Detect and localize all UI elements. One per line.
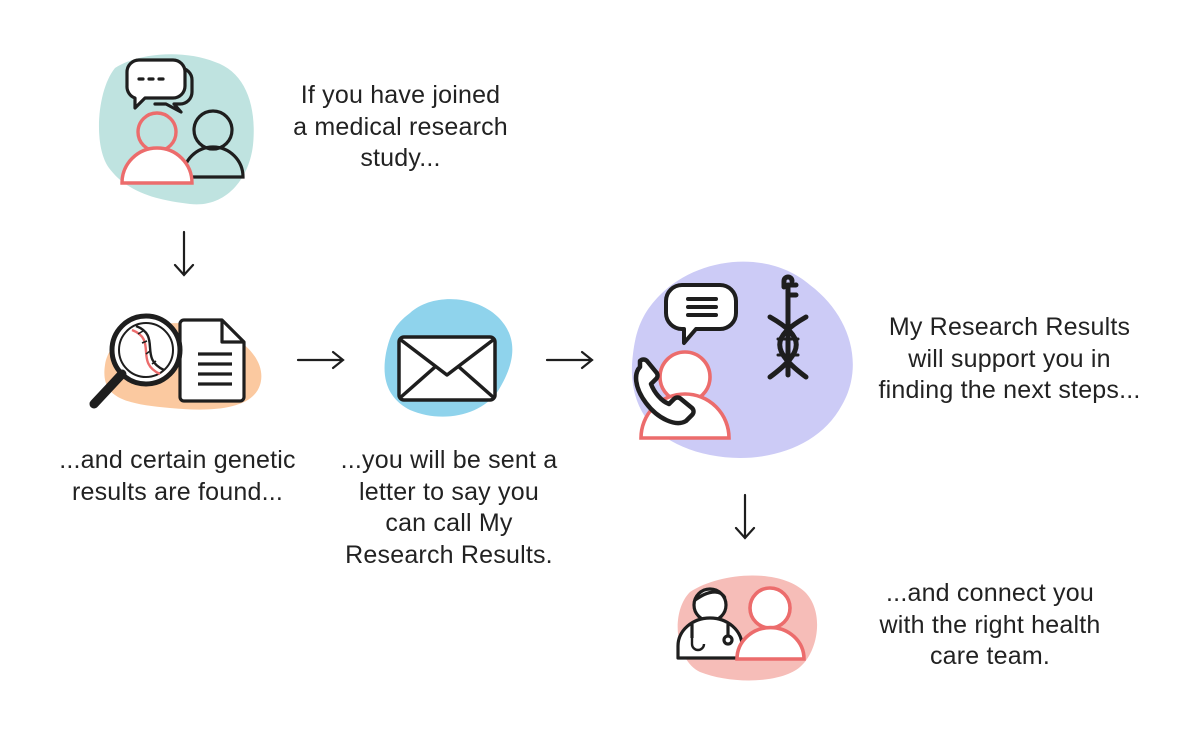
doctor-icon [676, 587, 744, 660]
step-text-connect: ...and connect you with the right health… [879, 579, 1101, 670]
magnifier-dna-icon [89, 313, 183, 409]
letter-illustration [384, 299, 513, 417]
step-text-found: ...and certain genetic results are found… [59, 446, 296, 506]
connect-illustration [676, 575, 818, 681]
dna-key-icon [767, 274, 809, 380]
arrow-right-icon [296, 350, 345, 370]
phone-icon [633, 357, 696, 426]
arrow-down-icon [734, 493, 756, 540]
found-illustration [89, 313, 262, 410]
support-illustration [631, 261, 853, 458]
speech-bubble-icon [664, 283, 738, 345]
arrow-right-icon [545, 350, 594, 370]
document-icon [178, 318, 246, 403]
chat-bubbles-icon [125, 58, 194, 114]
envelope-icon [397, 335, 497, 402]
arrow-down-icon [173, 230, 195, 277]
person-red-icon [735, 586, 806, 661]
step-text-support: My Research Results will support you in … [878, 313, 1141, 404]
person-red-icon [120, 111, 194, 185]
join-illustration [98, 54, 254, 205]
step-text-join: If you have joined a medical research st… [293, 81, 508, 172]
step-text-letter: ...you will be sent a letter to say you … [340, 446, 558, 569]
